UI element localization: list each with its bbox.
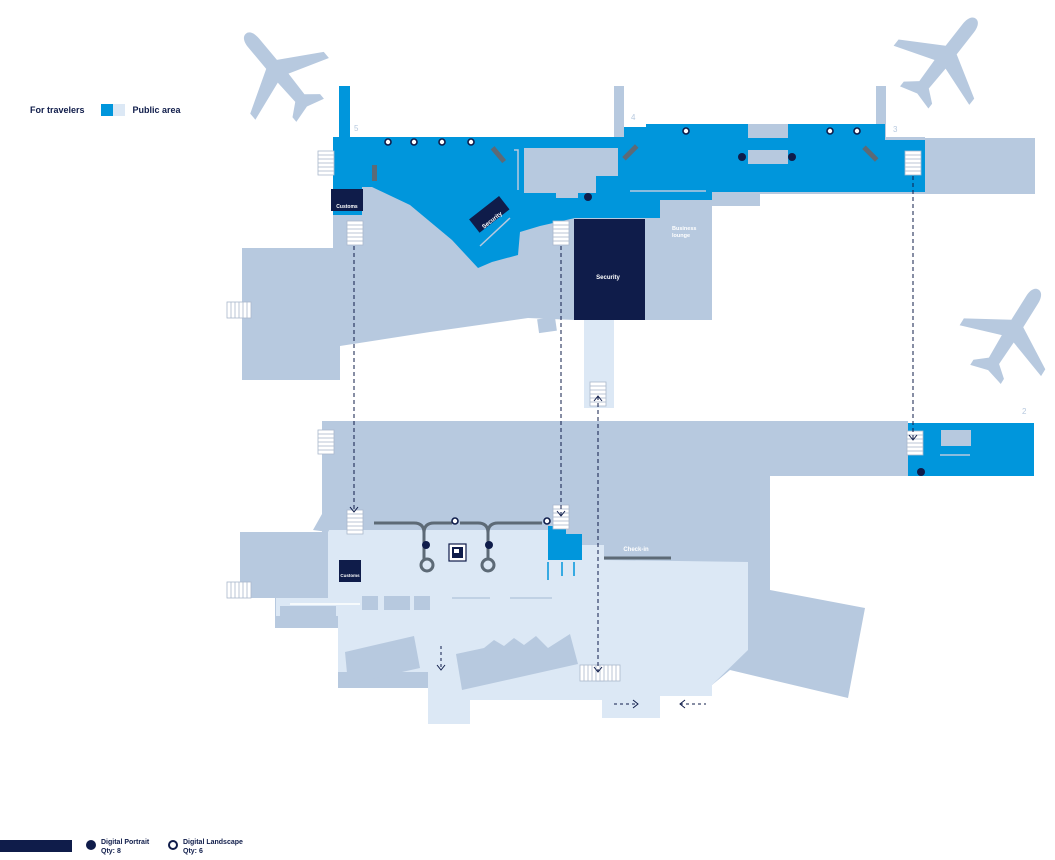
digital-landscape-marker xyxy=(410,138,418,146)
customs-label-lower: Customs xyxy=(340,573,360,578)
digital-landscape-marker xyxy=(853,127,861,135)
digital-landscape-marker xyxy=(682,127,690,135)
public-swatch xyxy=(112,104,125,116)
ramp-block xyxy=(537,316,557,334)
gate-number: 2 xyxy=(1022,407,1027,416)
stairs-icon xyxy=(595,664,621,682)
digital-portrait-qty: Qty: 8 xyxy=(101,848,121,855)
digital-portrait-marker xyxy=(788,153,796,161)
gate-number: 3 xyxy=(893,125,898,134)
stairs-icon xyxy=(226,301,252,319)
security-label-large: Security xyxy=(596,275,620,281)
pier-gate-4 xyxy=(614,86,624,140)
travelers-legend-label: For travelers xyxy=(30,105,85,115)
legend-top: For travelers Public area xyxy=(30,104,181,116)
digital-landscape-qty: Qty: 6 xyxy=(183,848,203,855)
digital-landscape-marker xyxy=(826,127,834,135)
stairs-icon xyxy=(906,430,924,456)
public-legend-label: Public area xyxy=(132,105,181,115)
security-area-small xyxy=(469,195,510,233)
digital-landscape-marker xyxy=(438,138,446,146)
legend-bar xyxy=(0,840,72,852)
digital-landscape-marker xyxy=(467,138,475,146)
stairs-icon xyxy=(226,581,252,599)
baggage-belt xyxy=(460,521,542,560)
airplane-icon xyxy=(209,2,347,142)
level-connections xyxy=(349,176,918,709)
inner-zone xyxy=(556,188,578,198)
checkin-label: Check-in xyxy=(623,547,649,553)
customs-label-upper: Customs xyxy=(336,204,358,210)
lower-public-area xyxy=(276,530,748,724)
digital-portrait-icon xyxy=(86,840,96,850)
upper-floor: Customs Security Security Business loung… xyxy=(226,86,1035,408)
digital-portrait-label: Digital Portrait xyxy=(101,839,150,846)
gate-number: 5 xyxy=(354,124,359,133)
security-area-large xyxy=(574,219,645,320)
pier-gate-5 xyxy=(339,86,350,140)
inner-zone xyxy=(524,148,618,193)
gate-number: 4 xyxy=(631,113,636,122)
area-swatches xyxy=(100,104,125,116)
digital-portrait-marker xyxy=(738,153,746,161)
legend-bottom: Digital Portrait Qty: 8 Digital Landscap… xyxy=(0,838,320,858)
digital-landscape-marker xyxy=(384,138,392,146)
business-lounge-label: Business lounge xyxy=(672,226,698,239)
airplane-icon xyxy=(876,0,1014,127)
baggage-belt xyxy=(374,521,452,560)
legend-digital-landscape: Digital Landscape Qty: 6 xyxy=(168,838,243,856)
stairs-icon xyxy=(346,509,364,535)
stairs-icon xyxy=(317,429,335,455)
digital-landscape-icon xyxy=(168,840,178,850)
travelers-swatch xyxy=(100,104,113,116)
digital-portrait-marker xyxy=(485,541,493,549)
customs-area-upper xyxy=(331,189,363,211)
stairs-icon xyxy=(904,150,922,176)
travelers-area-lower xyxy=(548,526,582,560)
stairs-icon xyxy=(589,381,607,407)
lower-floor: 2 Check-in Customs xyxy=(226,407,1034,724)
pier-gate-3 xyxy=(876,86,886,140)
digital-portrait-marker xyxy=(917,468,925,476)
inner-zone xyxy=(748,150,788,164)
stairs-icon xyxy=(552,220,570,246)
stairs-icon xyxy=(346,220,364,246)
legend-digital-portrait: Digital Portrait Qty: 8 xyxy=(86,838,149,856)
airplane-icon xyxy=(944,264,1055,400)
digital-portrait-marker xyxy=(584,193,592,201)
digital-landscape-label: Digital Landscape xyxy=(183,839,243,846)
digital-portrait-marker xyxy=(422,541,430,549)
stairs-icon xyxy=(317,150,335,176)
digital-landscape-marker xyxy=(451,517,459,525)
customs-area-lower xyxy=(339,560,361,582)
digital-landscape-marker xyxy=(543,517,551,525)
inner-zone xyxy=(748,124,788,138)
